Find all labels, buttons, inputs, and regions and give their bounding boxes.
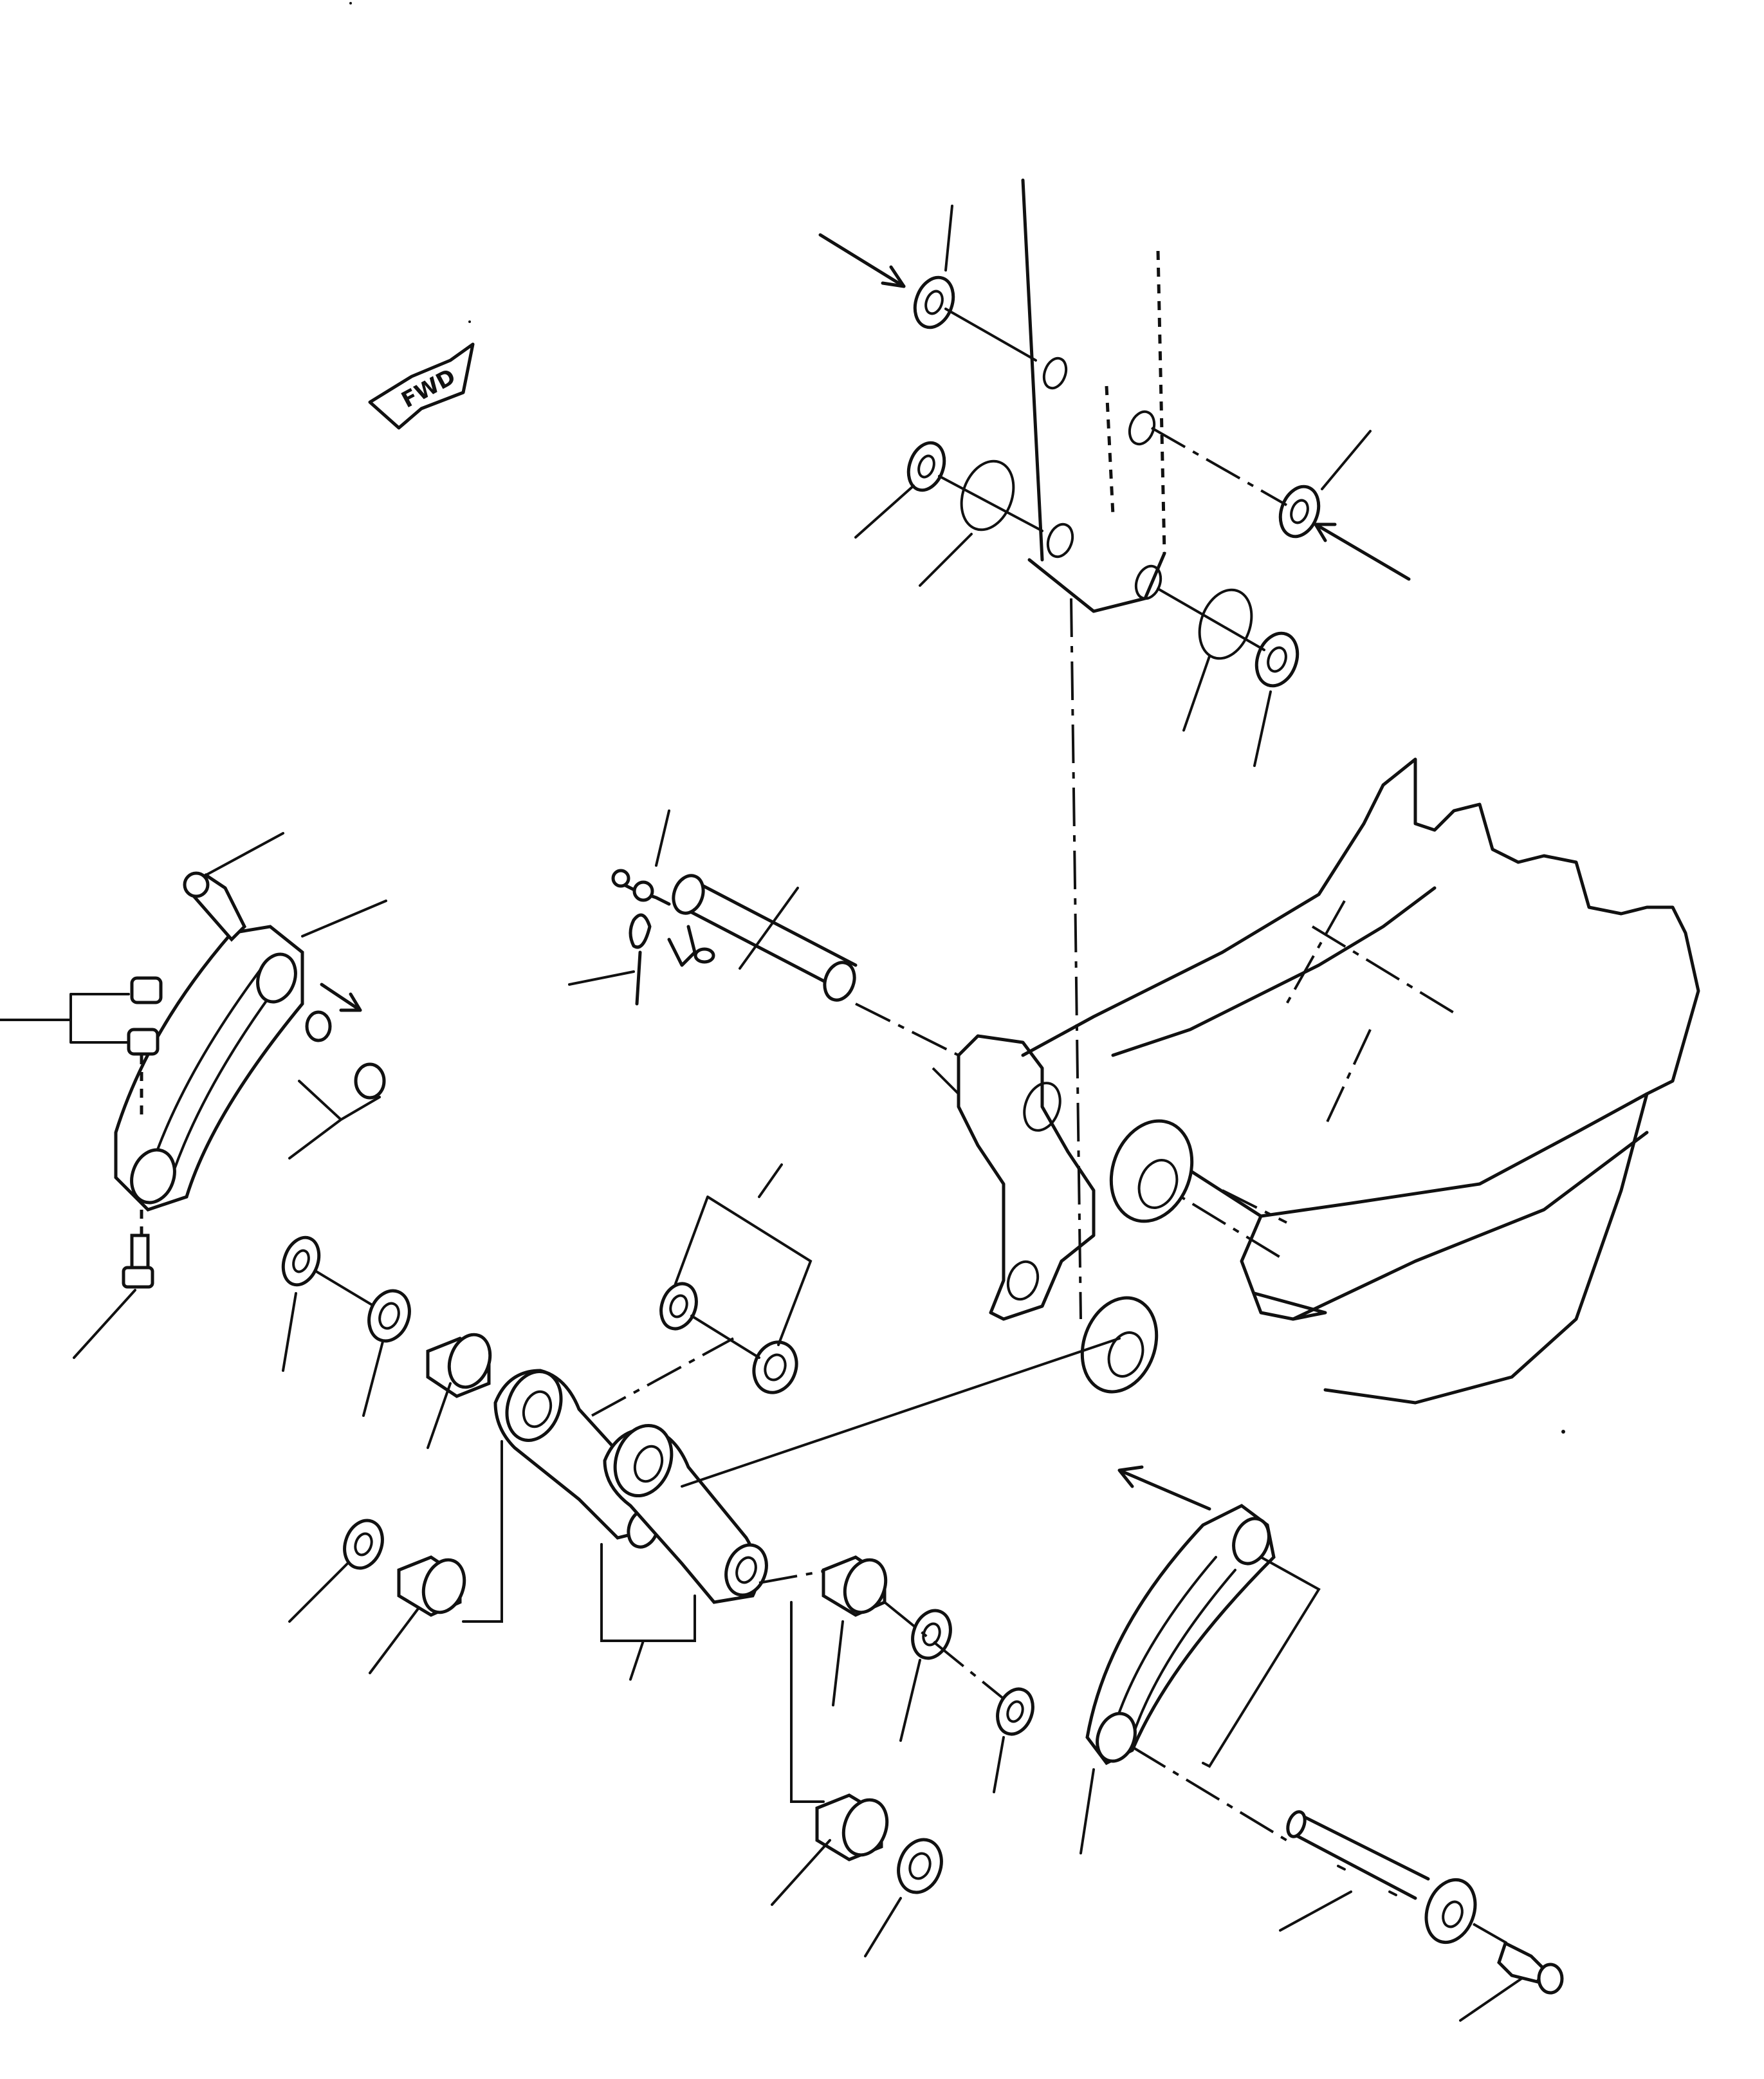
side-link-right <box>1080 1465 1321 1854</box>
side-link-left <box>0 832 387 1359</box>
bucket <box>932 757 1700 1405</box>
lower-linkage <box>281 1163 1121 1957</box>
lower-pin <box>1279 1810 1564 2022</box>
arm <box>1021 178 1166 1320</box>
fwd-arrow-icon: FWD <box>368 342 475 430</box>
upper-pin-assembly <box>568 809 959 1057</box>
arm-washers <box>818 205 1411 767</box>
